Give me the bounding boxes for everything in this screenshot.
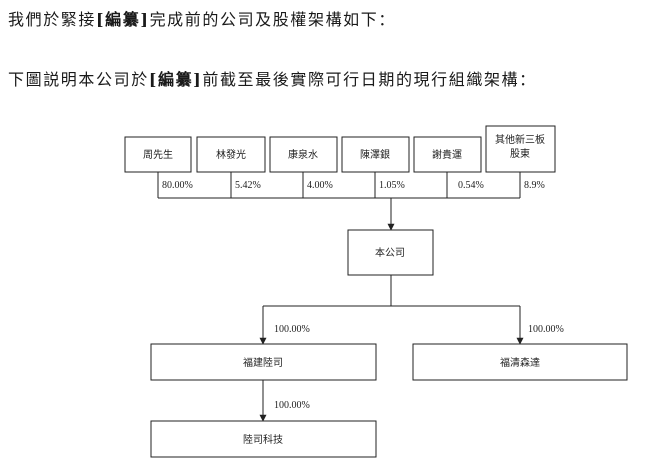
company-box <box>347 229 434 276</box>
shareholder-name-1: 周先生 <box>143 148 173 161</box>
shareholder-name-6-line2: 股東 <box>510 147 530 160</box>
shareholder-name-3: 康泉水 <box>288 148 318 161</box>
shareholder-pct-4: 1.05% <box>379 180 405 191</box>
intro-2-post: 前截至最後實際可行日期的現行組織架構： <box>202 70 537 89</box>
shareholder-box-4 <box>341 136 410 173</box>
subsidiary-pct-2: 100.00% <box>528 324 564 335</box>
intro-1-pre: 我們於緊接 <box>8 10 97 29</box>
subsidiary-pct-1: 100.00% <box>274 324 310 335</box>
shareholder-pct-2: 5.42% <box>235 180 261 191</box>
sub-subsidiary-box <box>150 420 377 458</box>
intro-1-post: 完成前的公司及股權架構如下： <box>149 10 396 29</box>
intro-2-redacted: [編纂] <box>148 70 203 89</box>
shareholder-box-2 <box>196 136 266 173</box>
sub-subsidiary-pct: 100.00% <box>274 400 310 411</box>
shareholder-pct-6: 8.9% <box>524 180 545 191</box>
sub-subsidiary-name: 陸司科技 <box>243 433 283 446</box>
shareholder-pct-5: 0.54% <box>458 180 484 191</box>
intro-2-pre: 下圖説明本公司於 <box>8 70 149 89</box>
subsidiary-name-2: 福清森達 <box>500 356 540 369</box>
shareholder-pct-3: 4.00% <box>307 180 333 191</box>
shareholder-pct-1: 80.00% <box>162 180 193 191</box>
shareholder-name-5: 謝貴運 <box>432 148 462 161</box>
subsidiary-name-1: 福建陸司 <box>243 356 283 369</box>
shareholder-name-6-line1: 其他新三板 <box>495 133 545 146</box>
intro-1-redacted: [編纂] <box>96 10 150 29</box>
shareholder-box-1 <box>124 136 192 173</box>
subsidiary-box-1 <box>150 343 377 381</box>
shareholder-name-2: 林發光 <box>216 148 246 161</box>
subsidiary-box-2 <box>412 343 628 381</box>
intro-paragraph-2: 下圖説明本公司於[編纂]前截至最後實際可行日期的現行組織架構： <box>8 66 537 90</box>
shareholder-box-6 <box>485 125 556 173</box>
shareholder-box-5 <box>413 136 482 173</box>
company-name: 本公司 <box>375 246 405 259</box>
shareholder-name-4: 陳澤銀 <box>360 148 390 161</box>
intro-paragraph-1: 我們於緊接[編纂]完成前的公司及股權架構如下： <box>8 6 396 30</box>
